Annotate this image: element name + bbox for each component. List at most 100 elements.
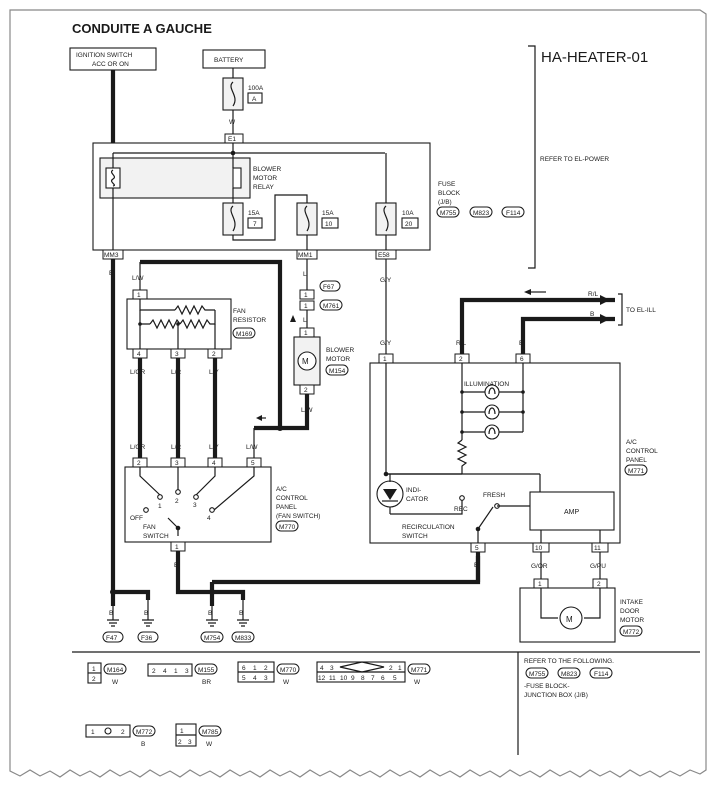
conn-m770: M770 [279,524,296,531]
ground-symbol-f36 [142,619,154,627]
conn-f67: F67 [323,284,335,291]
wire-rl-bot: R/L [456,340,467,347]
ground-symbol-m833 [237,619,249,627]
conn-m772: M772 [623,629,640,636]
gnd-f36-oval [137,631,159,643]
intake-motor-m: M [566,615,573,624]
el-ill-bracket [618,293,623,326]
wire-w: W [229,119,236,126]
fuse-block-label: FUSE [438,181,456,188]
b-arrow-head [600,314,610,324]
conn-m761-oval [319,299,343,311]
m155-block [147,663,193,677]
gnd-m833: M833 [235,635,252,642]
indicator-to-rec [390,500,463,515]
conn-f114: F114 [506,210,521,217]
m772-oval [132,725,156,737]
ac-pin-6-no: 6 [520,356,524,363]
m771-b1: 12 [318,675,326,682]
wire-b-bot: B [519,340,523,347]
wire-b-ill [520,316,615,354]
conn-m771: M771 [628,468,645,475]
fan-panel-label-3: PANEL [276,504,297,511]
fuse-100a-no-box [247,92,263,104]
ill-lamp-1 [484,384,500,400]
blower-relay [99,157,251,199]
fuse-7-to-10 [232,194,308,241]
intake-wire-1 [540,588,558,619]
m770-t1: 6 [242,665,246,672]
wire-b-right: B [590,311,594,318]
blower-motor-pin-1-no: 1 [304,330,308,337]
wire-lw-bot: L/W [246,444,258,451]
res-zigzag-1 [174,304,215,316]
rec-contact [459,495,465,501]
blower-arrow [290,315,296,322]
ac-panel-label-3: PANEL [626,457,647,464]
fuse-100a-link [230,81,236,107]
ac-pin-10-no: 10 [535,545,543,552]
ground-symbol-f47 [107,619,119,627]
conn-m155: M155 [198,667,215,674]
conn-m154-oval [325,364,349,376]
m771-t4: 1 [398,665,402,672]
fan-sw-label-2: SWITCH [143,533,169,540]
m771-t3: 2 [389,665,393,672]
fan-resistor-label-2: RESISTOR [233,317,266,324]
conn-m164: M164 [107,667,124,674]
m155-cell-4: 3 [185,668,189,675]
gnd-right-junction [209,589,215,595]
relay-contact [232,167,242,189]
m772-key [104,727,112,735]
blower-motor-label-2: MOTOR [326,356,350,363]
fan-sw-pos-4 [209,507,215,513]
wire-l-mid: L [303,317,307,324]
el-power-bracket [528,45,536,269]
ac-pin-2-no: 2 [459,356,463,363]
m785-oval [198,725,222,737]
wire-b-f36: B [144,610,148,617]
ac-pin-1-no: 1 [383,356,387,363]
m164-cell-2 [87,672,102,684]
ignition-switch-label: IGNITION SWITCH [76,52,133,59]
blower-relay-label-3: RELAY [253,184,274,191]
fan-sw-pos-2 [175,489,181,495]
m155-cell-2: 4 [163,668,167,675]
m770-b3: 3 [264,675,268,682]
ill-jn-1 [460,390,464,394]
fuse-10a-20-no-box [401,217,419,229]
res-junction-1 [138,322,142,326]
recirc-label: RECIRCULATION [402,524,455,531]
m155-oval [194,663,218,675]
conn-e1-label: E1 [228,136,236,143]
m155-cell-1: 2 [152,668,156,675]
fuse-15a-10-no: 10 [325,221,333,228]
fuse-100a-rating: 100A [248,85,264,92]
ground-symbol-m754 [206,619,218,627]
amp-box [529,491,615,531]
fan-sw-pos-3 [193,494,199,500]
m771-t1: 4 [320,665,324,672]
blower-motor-symbol [297,351,317,371]
refer-f114: F114 [594,671,609,678]
wire-gpu-label: G/PU [590,563,606,570]
m771-key [339,661,385,673]
diagram-title: CONDUITE A GAUCHE [72,21,212,36]
m771-b3: 10 [340,675,348,682]
ill-jn-4 [521,390,525,394]
conn-m169-oval [232,327,256,339]
conn-m755-oval [436,206,460,218]
lw-arrow-head [256,415,262,421]
ac-pin-11-no: 11 [594,545,601,552]
conn-m772-legend: M772 [136,729,153,736]
rec-label: REC [454,506,468,513]
conn-m771-oval [624,464,648,476]
m771-b2: 11 [329,675,336,682]
refer-fuse-block-2: JUNCTION BOX (J/B) [524,692,588,699]
fuse-15a-10-no-box [321,217,339,229]
wire-gor-label: G/OR [531,563,548,570]
m771-t2: 3 [330,665,334,672]
wire-lw-blower: L/W [301,407,313,414]
intake-pin-1-no: 1 [538,581,542,588]
fuse-15a-10-rating: 15A [322,210,334,217]
